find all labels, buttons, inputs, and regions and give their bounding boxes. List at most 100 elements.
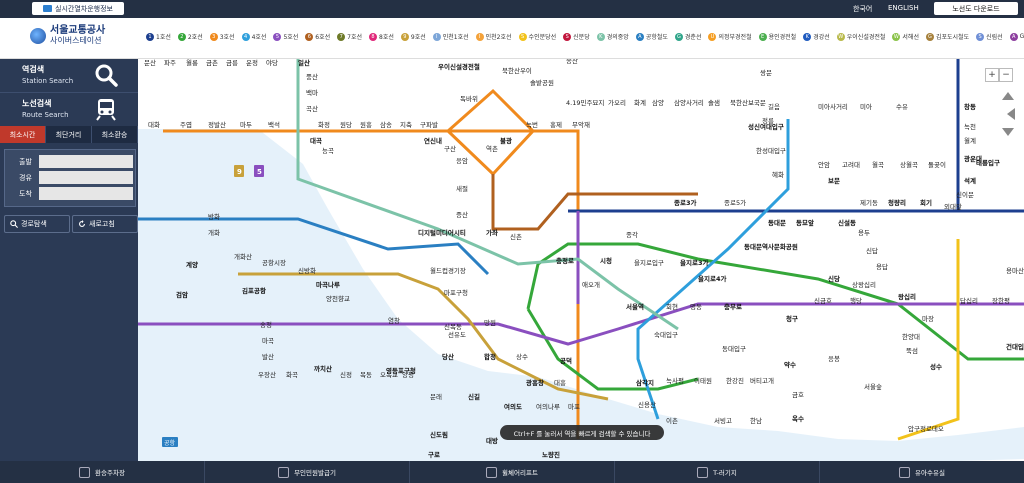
station-seobinggo[interactable]: 서빙고	[714, 416, 732, 425]
lang-english-link[interactable]: ENGLISH	[888, 4, 919, 12]
station-wondang[interactable]: 원당	[340, 120, 352, 129]
station-saejeol[interactable]: 새절	[456, 184, 468, 193]
station-419[interactable]: 4.19민주묘지	[566, 98, 604, 107]
station-nokbeon[interactable]: 녹번	[526, 120, 538, 129]
station-bukhansan-ui[interactable]: 북한산우이	[502, 66, 532, 75]
station-ssangmun[interactable]: 쌍문	[760, 68, 772, 77]
station-taereung[interactable]: 태릉입구	[976, 158, 1000, 167]
station-bukhansan-bogungmun[interactable]: 북한산보국문	[730, 98, 766, 107]
station-yangcheon-hyanggyo[interactable]: 양천향교	[326, 294, 350, 303]
station-yongdu[interactable]: 용두	[858, 229, 870, 237]
station-gusan[interactable]: 구산	[444, 144, 456, 153]
logo[interactable]: 서울교통공사 사이버스테이션	[30, 26, 105, 46]
station-jeungsan[interactable]: 증산	[456, 210, 468, 219]
station-daegok[interactable]: 대곡	[310, 136, 322, 145]
pan-up-icon[interactable]	[1002, 92, 1014, 100]
station-sinyongsan[interactable]: 신용산	[638, 400, 656, 409]
station-sinimun[interactable]: 신이문	[956, 190, 974, 199]
station-suyu[interactable]: 수유	[896, 103, 908, 111]
station-daeheung[interactable]: 대흥	[554, 378, 566, 387]
station-daehwa[interactable]: 대화	[148, 121, 160, 129]
lang-korean-link[interactable]: 한국어	[853, 5, 873, 13]
station-airport-market[interactable]: 공항시장	[262, 258, 286, 267]
station-ddp[interactable]: 동대문역사문화공원	[744, 242, 798, 251]
station-noksapyeong[interactable]: 녹사평	[666, 376, 684, 385]
station-gimpo-airport[interactable]: 김포공항	[242, 286, 266, 295]
station-euljiro1ga[interactable]: 을지로입구	[634, 258, 664, 267]
station-search-menu[interactable]: 역검색 Station Search	[0, 59, 138, 93]
station-jonggak[interactable]: 종각	[626, 231, 638, 239]
station-hanyang[interactable]: 한양대	[902, 333, 920, 341]
station-dokbawi[interactable]: 독바위	[460, 94, 478, 103]
station-sangsu[interactable]: 상수	[516, 352, 528, 361]
station-aeogae[interactable]: 애오개	[582, 280, 600, 289]
station-wolgye[interactable]: 월계	[964, 136, 976, 145]
station-janghanpyeong[interactable]: 장한평	[992, 296, 1010, 305]
subway-map[interactable]: 문산 파주 월롱 금촌 금릉 운정 야당 일산 풍산 백마 곡산 대곡 능곡 대…	[138, 59, 1024, 461]
station-neunggok[interactable]: 능곡	[322, 147, 334, 155]
pan-left-icon[interactable]	[1007, 108, 1015, 120]
station-hwagok[interactable]: 화곡	[286, 371, 298, 379]
station-korea-univ[interactable]: 고려대	[842, 160, 860, 169]
station-ichon[interactable]: 이촌	[666, 416, 678, 425]
station-dongguk[interactable]: 동대입구	[722, 345, 746, 353]
station-samgakji[interactable]: 삼각지	[636, 378, 654, 387]
station-omokgyo[interactable]: 오목교	[380, 371, 398, 379]
station-mia[interactable]: 미아	[860, 102, 872, 111]
station-singil[interactable]: 신길	[468, 392, 480, 401]
station-dongdaemun[interactable]: 동대문	[768, 218, 786, 227]
station-haengdang[interactable]: 행당	[850, 296, 862, 305]
station-sangwolgok[interactable]: 상월곡	[900, 160, 918, 169]
station-euljiro4ga[interactable]: 을지로4가	[698, 274, 726, 283]
station-seonyudo[interactable]: 선유도	[448, 330, 466, 339]
station-sinseoldong[interactable]: 신설동	[838, 218, 856, 227]
zoom-out-button[interactable]: −	[999, 68, 1013, 82]
station-cheonggu[interactable]: 청구	[786, 314, 798, 323]
station-hangangjin[interactable]: 한강진	[726, 376, 744, 385]
station-hoehyeon[interactable]: 회현	[666, 303, 678, 311]
station-hoegi[interactable]: 회기	[920, 198, 932, 207]
station-jeongneung[interactable]: 정릉	[762, 116, 774, 125]
station-yeomchang[interactable]: 염창	[388, 317, 400, 325]
via-input[interactable]	[39, 171, 133, 184]
station-majang[interactable]: 마장	[922, 314, 934, 323]
refresh-button[interactable]: 새로고침	[72, 215, 138, 233]
station-itaewon[interactable]: 이태원	[694, 376, 712, 385]
station-mangwon[interactable]: 망원	[484, 318, 496, 327]
station-dolgoji[interactable]: 돌곶이	[928, 160, 946, 169]
station-dangsan[interactable]: 당산	[442, 352, 454, 361]
facility-kiosk[interactable]: 무인민원발급기	[205, 461, 410, 483]
facility-park-ride[interactable]: 환승주차장	[0, 461, 205, 483]
station-dapsimni[interactable]: 답십리	[960, 296, 978, 305]
station-anam[interactable]: 안암	[818, 160, 830, 169]
station-jegidong[interactable]: 제기동	[860, 198, 878, 207]
station-samyang-sageori[interactable]: 삼양사거리	[674, 98, 704, 107]
station-yangpyeong[interactable]: 양평	[402, 370, 414, 379]
station-goksan[interactable]: 곡산	[306, 104, 318, 113]
station-madu[interactable]: 마두	[240, 120, 252, 129]
station-samsong[interactable]: 삼송	[380, 120, 392, 129]
station-yeongdeungpo-gu[interactable]: 영등포구청	[386, 366, 416, 375]
station-gongdeok[interactable]: 공덕	[560, 356, 572, 365]
station-yongdap[interactable]: 용답	[876, 263, 888, 271]
station-banghwa[interactable]: 방화	[208, 212, 220, 221]
station-geumho[interactable]: 금호	[792, 391, 804, 399]
station-gaori[interactable]: 가오리	[608, 98, 626, 107]
station-ujangsan[interactable]: 우장산	[258, 370, 276, 379]
station-songsan[interactable]: 송산	[566, 59, 578, 65]
station-jeongbalsan[interactable]: 정발산	[208, 120, 226, 129]
station-cityhall[interactable]: 시청	[600, 256, 612, 265]
station-oksu[interactable]: 옥수	[792, 414, 804, 423]
station-geumchon[interactable]: 금촌	[206, 59, 218, 67]
station-chungjeongno[interactable]: 충정로	[556, 256, 574, 265]
